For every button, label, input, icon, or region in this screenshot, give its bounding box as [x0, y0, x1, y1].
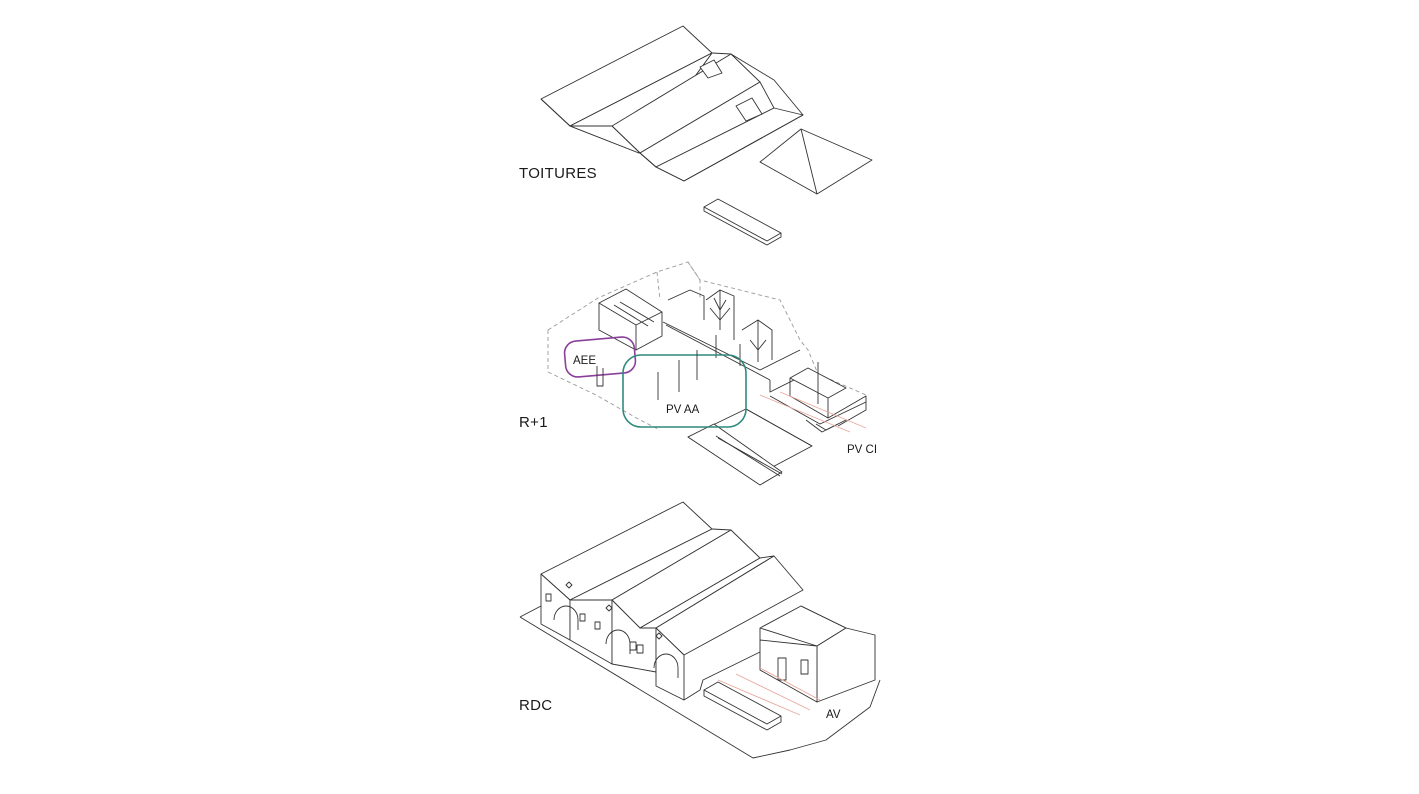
- wing-walls: [598, 288, 807, 393]
- level-label-rdc: RDC: [519, 697, 552, 714]
- garden-wall: [703, 681, 782, 731]
- zone-label-aee: AEE: [573, 355, 596, 367]
- ghost-outline: [547, 261, 867, 396]
- zone-aee-outline: [563, 336, 637, 378]
- annex-house: [759, 605, 876, 703]
- zone-label-av: AV: [826, 709, 841, 721]
- first-floor-level: AEE PV AA PV CI R+1: [519, 261, 877, 486]
- annex-roof: [759, 128, 873, 195]
- site-ground-outline: [519, 616, 881, 759]
- level-label-toitures: TOITURES: [519, 165, 597, 182]
- main-hall: [540, 501, 804, 701]
- canopy-slab: [703, 198, 782, 242]
- level-label-r1: R+1: [519, 414, 548, 431]
- zone-pv-aa-outline: [622, 354, 747, 428]
- east-rooms: [769, 362, 867, 433]
- main-roof-sawtooth: [540, 25, 804, 182]
- zone-label-pv-ci: PV CI: [847, 444, 877, 456]
- courtyard-trees: [705, 289, 773, 366]
- floor-plates: [687, 408, 813, 486]
- zone-label-pv-aa: PV AA: [666, 404, 700, 416]
- roofs-level: TOITURES: [519, 25, 873, 246]
- ground-floor-level: AV RDC: [519, 501, 881, 759]
